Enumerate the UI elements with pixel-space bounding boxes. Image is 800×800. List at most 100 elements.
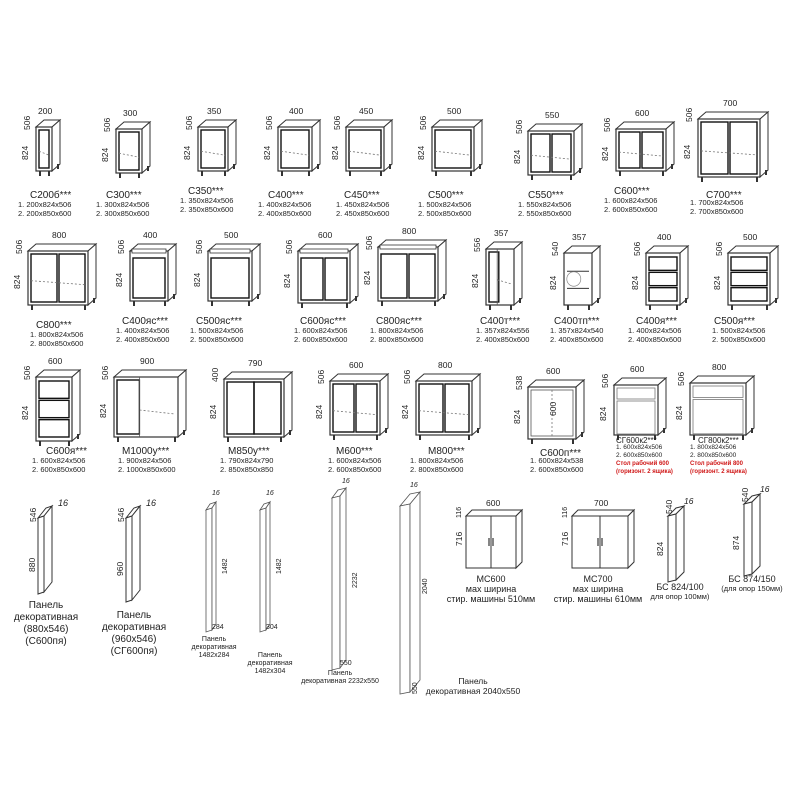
cabinet-name: С300*** <box>106 190 142 201</box>
hood-mc700-height: 716 <box>560 531 570 546</box>
cabinet-width-dim: 600 <box>630 364 645 374</box>
cabinet-name: С400тп*** <box>554 316 600 327</box>
cabinet-note-line: Стол рабочий 800 <box>690 461 743 467</box>
cabinet-depth-dim: 506 <box>402 369 412 384</box>
cabinet-spec-line: 1. 600x824x506 <box>294 326 348 335</box>
cabinet-spec-line: 2. 600x850x600 <box>604 205 658 214</box>
cabinet-name: С500*** <box>428 190 464 201</box>
cabinet-spec-line: 2. 400x850x600 <box>550 335 604 344</box>
cabinet-width-dim: 450 <box>359 106 374 116</box>
cabinet-height-dim: 824 <box>208 404 218 419</box>
cabinet-name: С350*** <box>188 186 224 197</box>
cabinet-width-dim: 700 <box>723 98 738 108</box>
cabinet-note-line: (горизонт. 2 ящика) <box>616 469 673 475</box>
cabinet-name: С400я*** <box>636 316 677 327</box>
panel-1482-284-depth: 284 <box>212 624 224 631</box>
bs-824-height: 824 <box>655 541 665 556</box>
panel-1482-284-drawing <box>205 500 217 633</box>
cabinet-spec-line: 2. 600x850x600 <box>328 465 382 474</box>
cabinet-drawing <box>114 120 152 178</box>
panel-880-depth: 546 <box>28 507 38 522</box>
cabinet-height-dim: 824 <box>674 405 684 420</box>
cabinet-depth-dim: 506 <box>116 239 126 254</box>
cabinet-drawing <box>344 118 394 176</box>
cabinet-name: С550*** <box>528 190 564 201</box>
cabinet-name: С600я*** <box>46 446 87 457</box>
cabinet-drawing <box>222 370 294 442</box>
cabinet-spec-line: 2. 400x850x600 <box>476 335 530 344</box>
cabinet-height-dim: 824 <box>12 274 22 289</box>
cabinet-width-dim: 600 <box>635 108 650 118</box>
cabinet-width-dim: 357 <box>494 228 509 238</box>
panel-2040-drawing <box>398 490 422 695</box>
cabinet-height-dim: 824 <box>114 272 124 287</box>
cabinet-note-line: (горизонт. 2 ящика) <box>690 469 747 475</box>
cabinet-spec-line: 2. 400x850x600 <box>258 209 312 218</box>
cabinet-drawing <box>484 240 524 310</box>
panel-960-thick: 16 <box>146 498 157 508</box>
cabinet-depth-dim: 506 <box>332 115 342 130</box>
cabinet-spec-line: 1. 700x824x506 <box>690 198 744 207</box>
cabinet-name: С400т*** <box>480 316 521 327</box>
cabinet-height-dim: 824 <box>400 404 410 419</box>
cabinet-depth-dim: 506 <box>514 119 524 134</box>
cabinet-spec-line: 1. 600x824x506 <box>328 456 382 465</box>
cabinet-drawing <box>696 110 770 182</box>
cabinet-height-dim: 824 <box>416 145 426 160</box>
cabinet-width-dim: 500 <box>447 106 462 116</box>
cabinet-width-dim: 400 <box>143 230 158 240</box>
cabinet-drawing <box>376 238 448 306</box>
cabinet-depth-dim: 506 <box>418 115 428 130</box>
cabinet-drawing <box>526 378 586 444</box>
cabinet-spec-line: 1. 500x824x506 <box>712 326 766 335</box>
cabinet-width-dim: 600 <box>318 230 333 240</box>
cabinet-height-dim: 824 <box>20 145 30 160</box>
cabinet-spec-line: 2. 800x850x600 <box>370 335 424 344</box>
cabinet-name: С600п*** <box>540 448 581 459</box>
cabinet-depth-dim: 506 <box>714 241 724 256</box>
hood-mc600-depth: 116 <box>456 506 463 518</box>
cabinet-depth-dim: 506 <box>676 371 686 386</box>
cabinet-spec-line: 2. 350x850x600 <box>180 205 234 214</box>
cabinet-spec-line: 1. 500x824x506 <box>190 326 244 335</box>
cabinet-name: С800*** <box>36 320 72 331</box>
bs-824-thick: 16 <box>684 496 694 506</box>
cabinet-width-dim: 800 <box>52 230 67 240</box>
cabinet-spec-line: 1. 350x824x506 <box>180 196 234 205</box>
cabinet-width-dim: 400 <box>657 232 672 242</box>
cabinet-depth-dim: 506 <box>22 115 32 130</box>
cabinet-height-dim: 824 <box>512 409 522 424</box>
cabinet-drawing <box>414 372 482 440</box>
cabinet-name: М1000у*** <box>122 446 170 457</box>
cabinet-spec-line: 2. 850x850x850 <box>220 465 274 474</box>
cabinet-depth-dim: 556 <box>472 237 482 252</box>
cabinet-name: С600яс*** <box>300 316 346 327</box>
cabinet-spec-line: 2. 1000x850x600 <box>118 465 176 474</box>
hood-mc600-drawing <box>464 508 524 570</box>
cabinet-depth-dim: 506 <box>602 117 612 132</box>
cabinet-height-dim: 824 <box>314 404 324 419</box>
cabinet-height-dim: 824 <box>682 144 692 159</box>
cabinet-width-dim: 800 <box>712 362 727 372</box>
hood-mc600-width: 600 <box>486 498 501 508</box>
cabinet-spec-line: 2. 600x850x600 <box>530 465 584 474</box>
cabinet-note-line: Стол рабочий 600 <box>616 461 669 467</box>
